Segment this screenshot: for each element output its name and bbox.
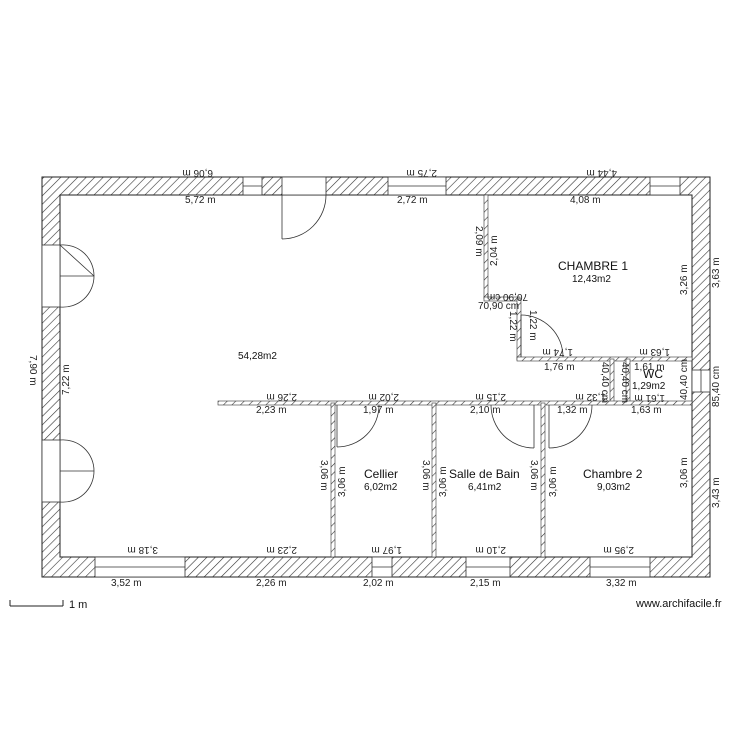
dim-wc-bot-b: 1,63 m: [631, 405, 662, 416]
dim-v-ch2-l1: 3,06 m: [528, 460, 539, 491]
chambre1-name: CHAMBRE 1: [558, 259, 628, 273]
left-french-doors: [41, 244, 95, 503]
dim-v-ch2-l2: 3,06 m: [548, 466, 559, 497]
exterior-walls: [41, 176, 711, 578]
dim-left-int: 7,22 m: [61, 364, 72, 395]
dim-bot-ext-3: 2,02 m: [363, 578, 394, 589]
dim-corr-h1: 70,90 cm: [487, 291, 528, 302]
dim-v-sdb-l2: 3,06 m: [438, 466, 449, 497]
dim-top-ext-1: 6,06 m: [182, 167, 213, 178]
dim-partition-c2: 2,10 m: [470, 405, 501, 416]
interior-doors: [336, 314, 593, 449]
dim-v-cellier-l1: 3,06 m: [318, 460, 329, 491]
dim-corr-v1: 2,09 m: [473, 226, 484, 257]
dim-bot-ext-2: 2,26 m: [256, 578, 287, 589]
dim-wc-bot-a: 1,61 m: [634, 392, 665, 403]
dim-bot-ext-1: 3,52 m: [111, 578, 142, 589]
dim-left-ext: 7,90 m: [27, 355, 38, 386]
dim-partition-b2: 1,97 m: [363, 405, 394, 416]
dim-bot-ext-4: 2,15 m: [470, 578, 501, 589]
dim-right-ext-mid: 85,40 cm: [711, 366, 722, 407]
dim-wc-top-a: 1,63 m: [639, 346, 670, 357]
entrance-door: [281, 176, 327, 240]
chambre2-name: Chambre 2: [583, 467, 643, 481]
wc-area: 1,29m2: [632, 381, 666, 392]
dim-partition-b1: 2,02 m: [368, 391, 399, 402]
dim-wc-left-a: 40,40 cm: [599, 362, 610, 403]
dim-right-ext-top: 3,63 m: [711, 257, 722, 288]
dim-corr-v4: 1,22 m: [527, 310, 538, 341]
dim-partition-d2: 1,32 m: [557, 405, 588, 416]
chambre1-area: 12,43m2: [572, 274, 611, 285]
dim-bot-int-3: 1,97 m: [371, 544, 402, 555]
dim-bot-int-1: 3,18 m: [127, 544, 158, 555]
dim-bot-int-5: 2,95 m: [603, 544, 634, 555]
dim-wc-left-b: 40,40 cm: [619, 362, 630, 403]
dim-top-int-3: 4,08 m: [570, 195, 601, 206]
chambre2-area: 9,03m2: [597, 482, 631, 493]
dim-corr-v2: 2,04 m: [489, 235, 500, 266]
main-room-area: 54,28m2: [238, 351, 277, 362]
dim-corr-v3: 1,22 m: [507, 311, 518, 342]
dim-top-ext-2: 2,75 m: [406, 167, 437, 178]
dim-ch1-bottom-a: 1,74 m: [542, 346, 573, 357]
dim-right-int-top: 3,26 m: [679, 264, 690, 295]
interior-partitions: [217, 194, 693, 558]
cellier-area: 6,02m2: [364, 482, 398, 493]
scale-bar: [9, 600, 64, 607]
cellier-name: Cellier: [364, 467, 398, 481]
dim-partition-c1: 2,15 m: [475, 391, 506, 402]
dim-bot-ext-5: 3,32 m: [606, 578, 637, 589]
dim-ch1-bottom-b: 1,76 m: [544, 362, 575, 373]
dim-right-int-bot: 3,06 m: [679, 457, 690, 488]
scale-label: 1 m: [69, 599, 87, 611]
dim-partition-a1: 2,26 m: [266, 391, 297, 402]
dim-top-int-2: 2,72 m: [397, 195, 428, 206]
dim-bot-int-4: 2,10 m: [475, 544, 506, 555]
dim-v-cellier-l2: 3,06 m: [337, 466, 348, 497]
watermark-text: www.archifacile.fr: [635, 598, 722, 610]
dim-partition-d1: 1,32 m: [575, 391, 606, 402]
dim-v-sdb-l1: 3,06 m: [420, 460, 431, 491]
sdb-name: Salle de Bain: [449, 467, 520, 481]
wc-name: WC: [643, 367, 663, 381]
dim-top-ext-3: 4,44 m: [586, 167, 617, 178]
sdb-area: 6,41m2: [468, 482, 502, 493]
dim-right-ext-bot: 3,43 m: [711, 477, 722, 508]
windows: [94, 176, 711, 578]
dim-wc-top-b: 1,61 m: [634, 362, 665, 373]
dim-corr-h2: 70,90 cm: [478, 301, 519, 312]
dim-partition-a2: 2,23 m: [256, 405, 287, 416]
dim-bot-int-2: 2,23 m: [266, 544, 297, 555]
dim-wc-right: 40,40 cm: [679, 359, 690, 400]
dim-top-int-1: 5,72 m: [185, 195, 216, 206]
